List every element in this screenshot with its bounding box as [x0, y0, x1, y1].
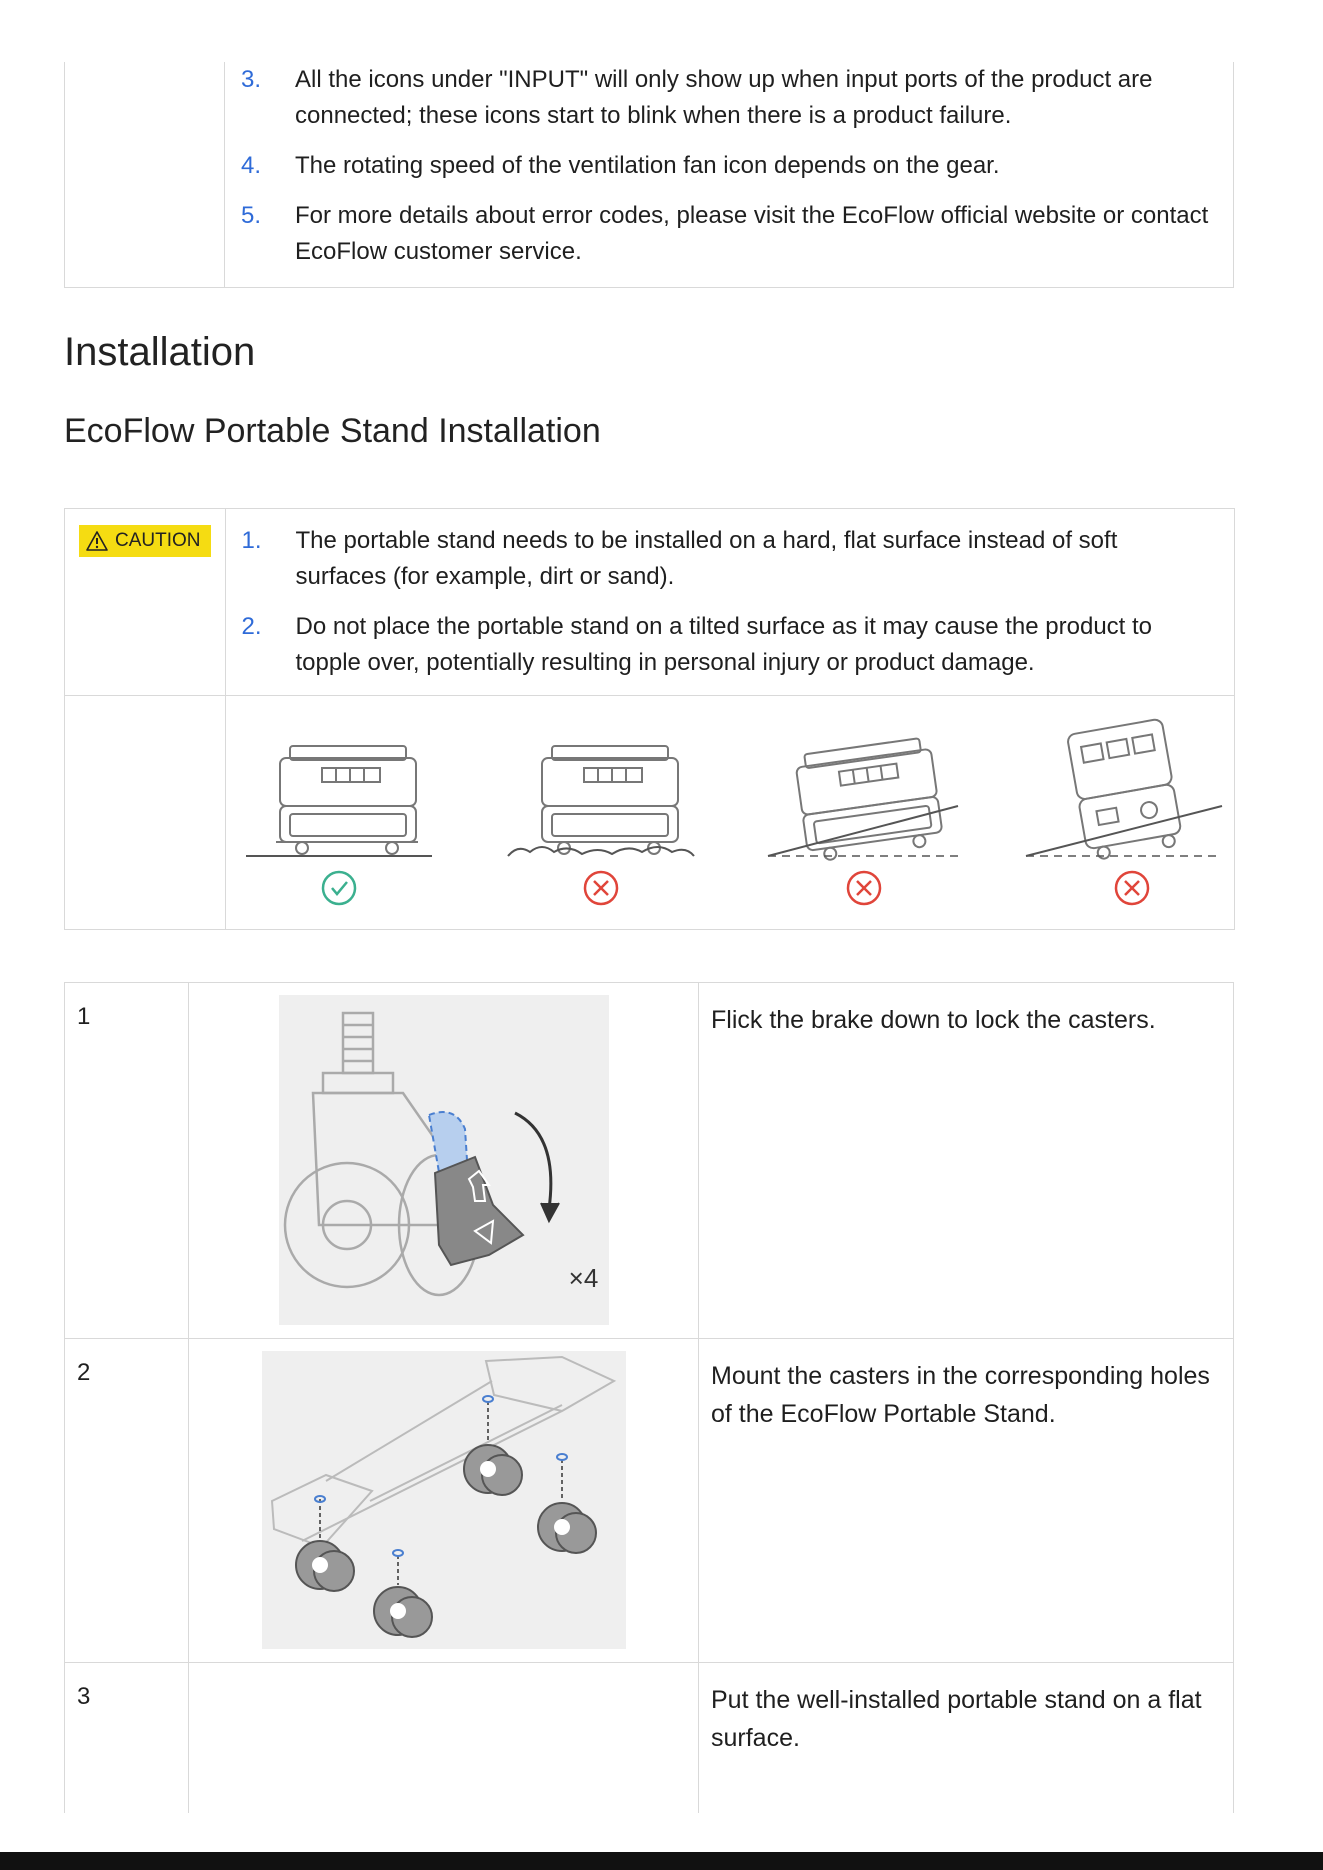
scenario-soft-surface — [506, 745, 695, 906]
list-item: 2. Do not place the portable stand on a … — [242, 609, 1214, 681]
caution-text-cell: 1. The portable stand needs to be instal… — [224, 508, 1235, 696]
caution-label: CAUTION — [115, 530, 201, 551]
step-description: Put the well-installed portable stand on… — [698, 1662, 1234, 1813]
step-number: 1 — [64, 982, 189, 1339]
list-item: 1. The portable stand needs to be instal… — [242, 523, 1214, 595]
scenario-tilted-surface-steep — [1025, 718, 1222, 906]
section-title: Installation — [64, 330, 256, 374]
list-item: 4. The rotating speed of the ventilation… — [241, 148, 1213, 184]
list-text: For more details about error codes, plea… — [295, 202, 1209, 265]
correct-icon — [321, 870, 356, 906]
list-number: 2. — [241, 613, 262, 640]
list-text: All the icons under "INPUT" will only sh… — [295, 66, 1153, 129]
step-description: Flick the brake down to lock the casters… — [698, 982, 1234, 1339]
subsection-title: EcoFlow Portable Stand Installation — [64, 412, 601, 450]
caution-list: 1. The portable stand needs to be instal… — [242, 523, 1214, 681]
warning-icon — [86, 531, 108, 551]
caster-brake-figure — [278, 995, 609, 1325]
step-number: 2 — [64, 1338, 189, 1663]
caution-figure-cell — [224, 695, 1235, 930]
caution-badge: CAUTION — [79, 525, 211, 557]
list-text: Do not place the portable stand on a til… — [295, 613, 1153, 676]
caster-mount-figure — [261, 1351, 626, 1649]
notes-label-cell — [64, 62, 225, 288]
scenario-tilted-surface — [767, 737, 958, 906]
list-text: The rotating speed of the ventilation fa… — [295, 152, 1000, 179]
scenario-flat-hard-surface — [245, 745, 432, 906]
step-figure-cell: ×4 — [188, 982, 699, 1339]
step-figure-cell — [188, 1662, 699, 1813]
step-number: 3 — [64, 1662, 189, 1813]
list-number: 1. — [241, 527, 262, 554]
caution-figure-label-cell — [64, 695, 226, 930]
caution-table: CAUTION 1. The portable stand needs to b… — [64, 508, 1235, 930]
notes-content-cell: 3. All the icons under "INPUT" will only… — [224, 62, 1234, 288]
list-number: 5. — [241, 202, 262, 229]
list-item: 3. All the icons under "INPUT" will only… — [241, 62, 1213, 134]
wrong-icon — [846, 870, 881, 906]
step-figure-cell — [188, 1338, 699, 1663]
caution-label-cell: CAUTION — [64, 508, 226, 696]
list-text: The portable stand needs to be installed… — [295, 527, 1118, 590]
wrong-icon — [583, 870, 618, 906]
notes-list: 3. All the icons under "INPUT" will only… — [241, 62, 1213, 270]
wrong-icon — [1114, 870, 1149, 906]
steps-table: 1 — [64, 982, 1234, 1813]
notes-table: 3. All the icons under "INPUT" will only… — [64, 62, 1234, 288]
list-number: 3. — [241, 66, 262, 93]
page-bottom-bar — [0, 1852, 1323, 1870]
surface-scenarios-figure — [245, 718, 1222, 906]
list-item: 5. For more details about error codes, p… — [241, 198, 1213, 270]
step-description: Mount the casters in the corresponding h… — [698, 1338, 1234, 1663]
list-number: 4. — [241, 152, 262, 179]
